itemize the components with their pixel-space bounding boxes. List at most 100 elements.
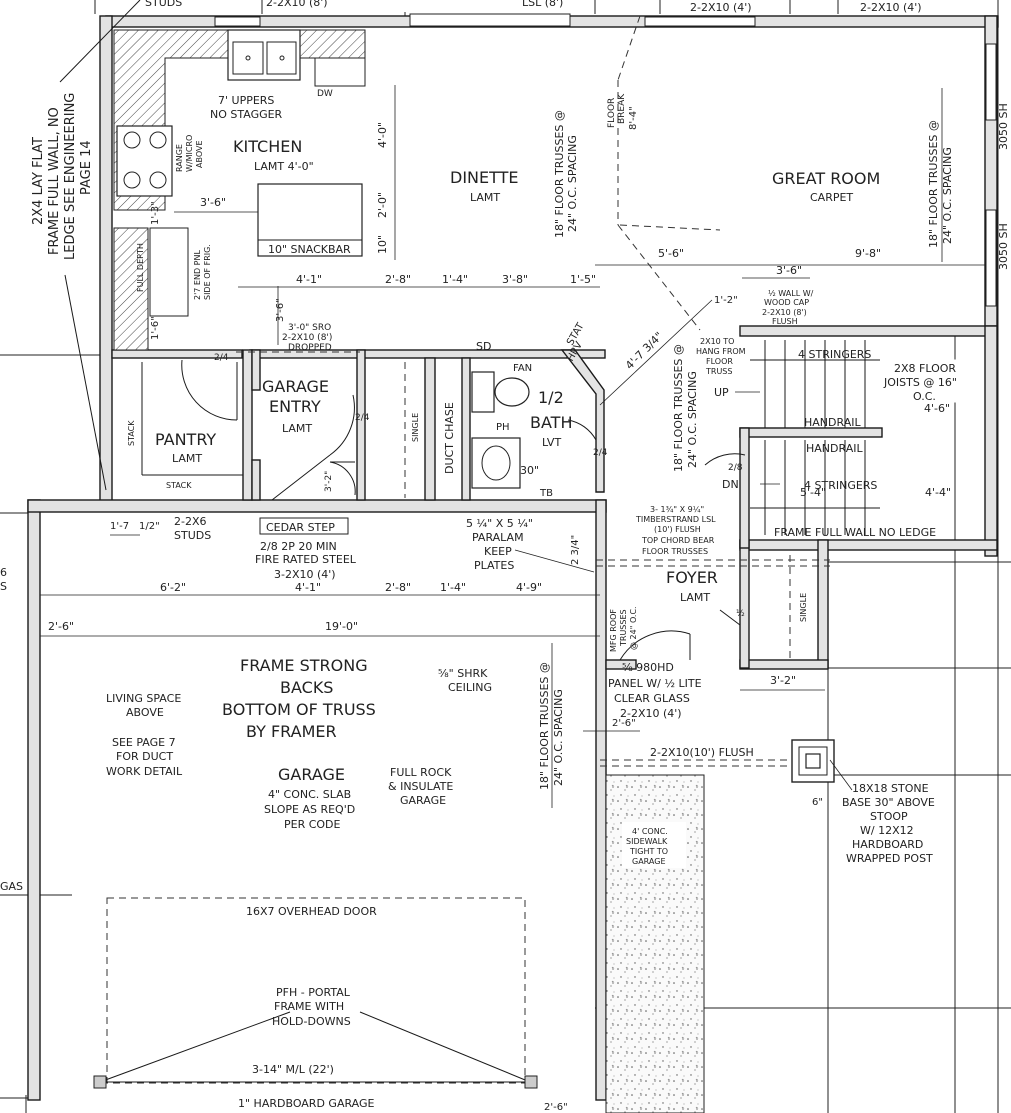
sro-note-3: DROPPED — [288, 343, 332, 353]
pantry-shelves — [141, 359, 243, 476]
front-door-label: ⅝ 980HD — [622, 661, 674, 674]
floor-break-label-2: BREAK — [617, 93, 627, 124]
duct-detail-note-3: WORK DETAIL — [106, 765, 183, 778]
range — [116, 125, 173, 197]
kitchen-dim-40: 4'-0" — [376, 122, 389, 148]
smoke-detector-label: SD — [476, 340, 491, 353]
row1-dim-38: 3'-8" — [502, 273, 528, 286]
lay-flat-note-2: FRAME FULL WALL, NO — [47, 107, 62, 255]
dinette-name: DINETTE — [450, 168, 519, 187]
foyer-dim-26: 2'-6" — [612, 718, 636, 729]
dinette-floor: LAMT — [470, 191, 500, 204]
garage-dim-41: 4'-1" — [295, 581, 321, 594]
hang-note-4: TRUSS — [705, 367, 732, 376]
stair-closet-door — [704, 453, 746, 466]
kitchen-dim-36: 3'-6" — [200, 196, 226, 209]
window-label-1: 3050 SH — [997, 103, 1010, 150]
single-label-2: SINGLE — [799, 593, 808, 622]
kitchen-dim-16: 1'-6" — [150, 316, 161, 340]
paralam-note-3: KEEP — [484, 545, 512, 558]
door-size-24b: 2/4 — [355, 413, 370, 423]
hang-note: 2X10 TO — [700, 337, 734, 346]
garage-entry-doors — [271, 394, 356, 501]
mfg-truss-note-2: TRUSSES — [619, 609, 628, 647]
sidewalk-note: 4' CONC. — [632, 827, 668, 836]
window-label-2: 3050 SH — [997, 223, 1010, 270]
door-size-28: 2/8 — [728, 463, 743, 473]
stone-note-4: W/ 12X12 — [860, 824, 914, 837]
great-dim-12: 1'-2" — [714, 295, 738, 306]
lsl-note: 3- 1¾" X 9¼" — [650, 505, 704, 514]
garage-dim-26: 2'-6" — [48, 620, 74, 633]
overhead-door — [93, 897, 538, 1089]
edge-label-s: S — [0, 580, 7, 593]
half-wall-note-2: WOOD CAP — [764, 298, 809, 307]
truss-note-2: 18" FLOOR TRUSSES @ — [927, 120, 940, 248]
truss-note-1: 18" FLOOR TRUSSES @ — [553, 110, 566, 238]
studs-note-2: STUDS — [174, 529, 211, 542]
porch-beam — [600, 759, 805, 767]
garage-slab-label: 4" CONC. SLAB — [268, 788, 351, 801]
duct-chase-label: DUCT CHASE — [443, 402, 456, 474]
great-room-floor: CARPET — [810, 191, 853, 204]
wall-dim-17: 1'-7 — [110, 521, 129, 532]
half-wall-note: ½ WALL W/ — [768, 289, 814, 298]
wall-dim-234: 2 3/4" — [570, 535, 581, 565]
portal-frame-note-2: FRAME WITH — [274, 1000, 344, 1013]
truss-note-1b: 24" O.C. SPACING — [566, 135, 579, 232]
fire-door-note-2: FIRE RATED STEEL — [255, 553, 357, 566]
half-bath-name-2: BATH — [530, 413, 572, 432]
frame-strong-note-4: BY FRAMER — [246, 722, 337, 741]
foyer-floor: LAMT — [680, 591, 710, 604]
pantry-name: PANTRY — [155, 430, 216, 449]
garage-entry-name-2: ENTRY — [269, 397, 321, 416]
half-bath-name-1: 1/2 — [538, 388, 564, 407]
fire-door-note: 2/8 2P 20 MIN — [260, 540, 337, 553]
full-rock-note: FULL ROCK — [390, 766, 452, 779]
wall-dim-half: 1/2" — [139, 521, 160, 532]
handrail-label-2: HANDRAIL — [806, 442, 863, 455]
floor-break-label: FLOOR — [607, 98, 617, 128]
door-size-24a: 2/4 — [214, 353, 229, 363]
kitchen-island — [257, 183, 363, 257]
row1-dim-41: 4'-1" — [296, 273, 322, 286]
stair-up-label: UP — [714, 386, 729, 399]
stone-note-3: STOOP — [870, 810, 908, 823]
great-room-name: GREAT ROOM — [772, 169, 880, 188]
dishwasher-label: DW — [317, 89, 333, 99]
paralam-note-2: PARALAM — [472, 531, 524, 544]
full-depth-label: FULL DEPTH — [136, 243, 145, 292]
kitchen-sink — [227, 29, 366, 87]
garage-entry-floor: LAMT — [282, 422, 312, 435]
living-space-note: LIVING SPACE — [106, 692, 181, 705]
studs-top-label: STUDS — [145, 0, 182, 9]
joists-label-2: JOISTS @ 16" — [883, 376, 957, 389]
garage-dim-14: 1'-4" — [440, 581, 466, 594]
lsl-note-3: (10') FLUSH — [654, 525, 701, 534]
uppers-label-2: NO STAGGER — [210, 108, 283, 121]
header-dim-3: 2-2X10 (4') — [690, 1, 752, 14]
paralam-note: 5 ¼" X 5 ¼" — [466, 517, 533, 530]
truss-note-4b: 24" O.C. SPACING — [552, 689, 565, 786]
stair-treads — [735, 340, 880, 535]
front-door-label-3: CLEAR GLASS — [614, 692, 690, 705]
garage-dim-49: 4'-9" — [516, 581, 542, 594]
duct-detail-note-2: FOR DUCT — [116, 750, 173, 763]
studs-note: 2-2X6 — [174, 515, 207, 528]
lsl-beam — [596, 559, 830, 567]
kitchen-dim-36v: 3'-6" — [275, 298, 286, 322]
bath-fixtures — [471, 371, 597, 489]
flush-beam-label: 2-2X10(10') FLUSH — [650, 746, 754, 759]
shrk-ceiling-note: ⅝" SHRK — [438, 667, 488, 680]
range-label-3: ABOVE — [195, 140, 204, 168]
header-dim-2: LSL (8') — [522, 0, 563, 9]
slider-door — [409, 13, 571, 27]
duct-detail-note: SEE PAGE 7 — [112, 736, 176, 749]
hardboard-label: 1" HARDBOARD GARAGE — [238, 1097, 375, 1110]
kitchen-floor: LAMT 4'-0" — [254, 160, 314, 173]
truss-note-3: 18" FLOOR TRUSSES @ — [672, 344, 685, 472]
end-panel-label-2: SIDE OF FRIG. — [203, 244, 212, 300]
joists-label: 2X8 FLOOR — [894, 362, 956, 375]
joists-label-3: O.C. — [913, 390, 936, 403]
